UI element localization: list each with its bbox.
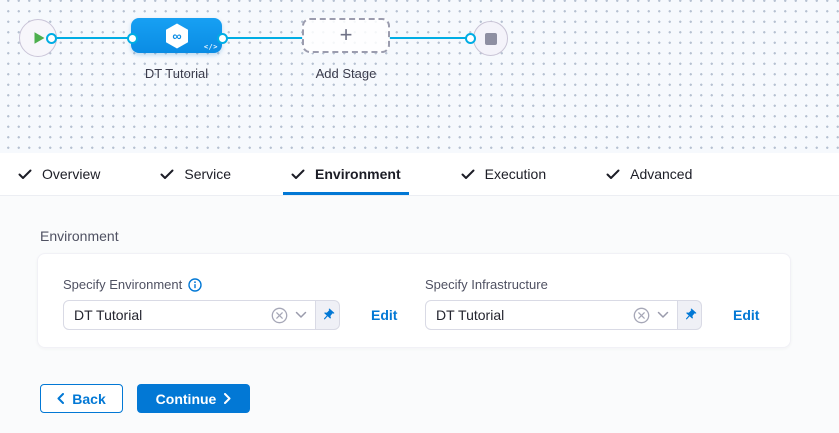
tab-label: Environment <box>315 166 401 182</box>
pin-button[interactable] <box>316 300 340 330</box>
tab-label: Execution <box>484 166 547 182</box>
check-icon <box>606 169 620 179</box>
connector-line <box>51 37 133 39</box>
tab-service[interactable]: Service <box>152 153 239 195</box>
info-icon[interactable] <box>188 277 202 292</box>
footer-actions: Back Continue <box>40 384 839 413</box>
connector-point[interactable] <box>46 32 57 44</box>
stop-icon <box>484 32 497 45</box>
tab-environment[interactable]: Environment <box>283 153 409 195</box>
connector-point[interactable] <box>464 32 476 44</box>
infrastructure-field-label: Specify Infrastructure <box>425 277 548 292</box>
environment-card: Specify Environment DT Tutorial <box>37 253 791 348</box>
clear-icon[interactable] <box>633 307 650 324</box>
stage-node-label: DT Tutorial <box>144 66 209 81</box>
section-heading: Environment <box>40 228 119 244</box>
chevron-down-icon[interactable] <box>657 311 669 319</box>
stage-node-dt-tutorial[interactable]: ∞ </> <box>131 18 222 53</box>
code-badge-icon: </> <box>203 43 218 51</box>
back-button-label: Back <box>72 390 106 407</box>
check-icon <box>18 169 32 179</box>
pin-icon <box>685 308 696 320</box>
infrastructure-select-value: DT Tutorial <box>436 307 505 323</box>
cd-hexagon-infinity-icon: ∞ <box>165 23 188 48</box>
pipeline-end-node[interactable] <box>473 21 508 56</box>
edit-infrastructure-link[interactable]: Edit <box>733 307 760 323</box>
pin-icon <box>323 308 334 320</box>
connector-point[interactable] <box>216 32 228 44</box>
pin-button[interactable] <box>678 300 702 330</box>
add-stage-label: Add Stage <box>315 66 377 81</box>
tab-label: Service <box>184 166 232 182</box>
chevron-left-icon <box>57 393 65 404</box>
connector-line <box>221 37 303 39</box>
pipeline-canvas[interactable]: ∞ </> DT Tutorial + Add Stage <box>0 0 839 153</box>
play-icon <box>34 32 45 44</box>
infinity-glyph: ∞ <box>172 28 181 43</box>
clear-icon[interactable] <box>271 307 288 324</box>
connector-line <box>389 37 471 39</box>
plus-icon: + <box>339 21 353 47</box>
chevron-down-icon[interactable] <box>295 311 307 319</box>
environment-select[interactable]: DT Tutorial <box>63 300 316 330</box>
environment-select-value: DT Tutorial <box>74 307 143 323</box>
tab-overview[interactable]: Overview <box>10 153 108 195</box>
check-icon <box>461 169 475 179</box>
infrastructure-field-block: Specify Infrastructure DT Tutorial <box>425 277 787 347</box>
back-button[interactable]: Back <box>40 384 123 413</box>
stage-configuration-page: ∞ </> DT Tutorial + Add Stage Overview S… <box>0 0 839 413</box>
tab-execution[interactable]: Execution <box>453 153 554 195</box>
continue-button[interactable]: Continue <box>137 384 250 413</box>
tab-advanced[interactable]: Advanced <box>598 153 700 195</box>
add-stage-button[interactable]: + <box>302 18 390 53</box>
chevron-right-icon <box>224 393 231 404</box>
infrastructure-select[interactable]: DT Tutorial <box>425 300 678 330</box>
environment-tab-panel: Environment Specify Environment DT Tutor… <box>0 229 839 413</box>
environment-field-block: Specify Environment DT Tutorial <box>63 277 425 347</box>
connector-point[interactable] <box>126 32 138 44</box>
check-icon <box>291 169 305 179</box>
check-icon <box>160 169 174 179</box>
environment-field-label: Specify Environment <box>63 277 183 292</box>
stage-tabs: Overview Service Environment Execution A… <box>0 153 839 196</box>
edit-environment-link[interactable]: Edit <box>371 307 398 323</box>
continue-button-label: Continue <box>155 390 217 407</box>
tab-label: Overview <box>42 166 101 182</box>
tab-label: Advanced <box>630 166 693 182</box>
